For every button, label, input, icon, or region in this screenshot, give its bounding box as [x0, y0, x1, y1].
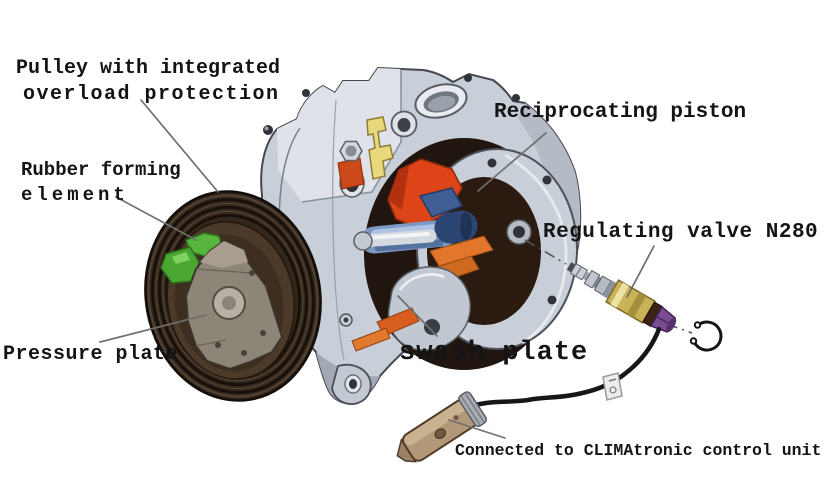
label-reciprocating-piston: Reciprocating piston	[494, 101, 747, 124]
label-pulley: Pulley with integrated overload protecti…	[16, 56, 280, 108]
leader-climatronic-label	[448, 419, 506, 439]
belt-grooves	[147, 194, 319, 398]
connector-plug	[396, 391, 488, 463]
label-rubber-element: Rubber forming element	[21, 158, 181, 208]
label-pulley-line1: Pulley with integrated	[16, 57, 281, 80]
label-climatronic: Connected to CLIMAtronic control unit	[455, 441, 822, 460]
regulating-valve	[566, 262, 677, 333]
leader-pressure-plate-label	[99, 314, 207, 343]
hex-nut	[339, 140, 363, 162]
label-pressure-plate: Pressure plate	[3, 343, 179, 366]
label-regulating-valve: Regulating valve N280	[543, 221, 819, 244]
cable-tag	[602, 372, 623, 401]
label-swash-plate: swash plate	[399, 338, 589, 368]
leader-reciprocating-label	[477, 132, 547, 192]
front-hub	[387, 266, 471, 351]
leader-regulating-valve-label	[626, 245, 655, 298]
drive-shaft	[353, 229, 437, 251]
pressure-plate	[184, 239, 284, 371]
label-pulley-line2: overload protection	[23, 83, 280, 106]
label-rubber-line1: Rubber forming	[21, 159, 181, 181]
label-rubber-line2: element	[21, 184, 129, 206]
red-gasket-patch	[337, 157, 365, 190]
mounting-bracket-yellow	[366, 116, 394, 180]
leader-swash-plate-label	[397, 295, 438, 337]
leader-pulley-label	[140, 99, 219, 193]
snap-ring	[689, 320, 723, 352]
swash-plate-edge-strip	[351, 307, 420, 352]
leader-rubber-label	[115, 196, 197, 241]
cable	[466, 326, 662, 410]
